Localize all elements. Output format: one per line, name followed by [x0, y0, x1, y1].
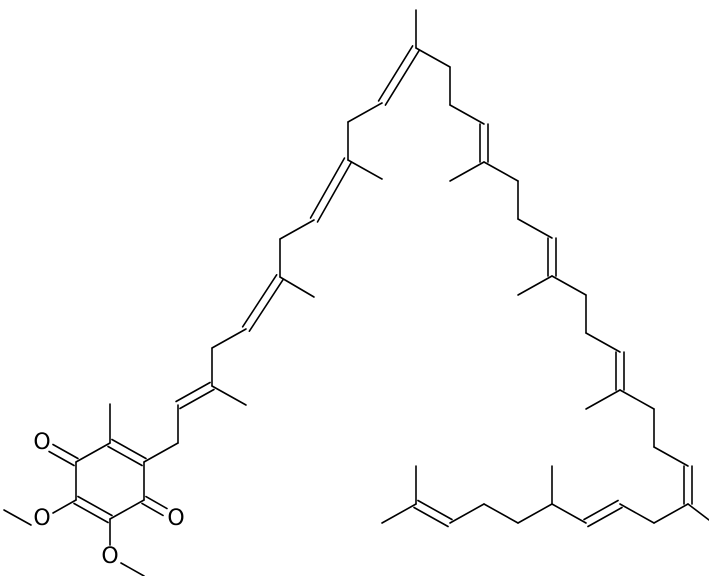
chain-double-bond	[248, 278, 285, 332]
chain-bond	[619, 389, 655, 410]
chain-double-bond	[583, 499, 619, 521]
bond-lines	[3, 9, 709, 577]
ring-bond	[109, 499, 145, 520]
methyl-bond	[585, 389, 621, 410]
chain-bond	[483, 503, 519, 524]
ring-double-bond	[107, 445, 143, 467]
chain-double-bond	[587, 506, 623, 528]
chain-bond	[211, 328, 247, 349]
chain-double-bond	[413, 506, 449, 528]
ring-double-bond	[77, 495, 113, 517]
chain-double-bond	[384, 49, 421, 106]
oxygen-label-methoxy-upper: O	[33, 506, 50, 531]
carbonyl-double-bond	[145, 495, 168, 510]
ring-double-bond	[111, 438, 147, 460]
oxygen-label-ketone-right: O	[167, 506, 184, 531]
methyl-bond	[449, 161, 485, 182]
methoxy-methyl-bond	[120, 562, 145, 577]
oxygen-label-methoxy-lower: O	[101, 544, 118, 569]
carbonyl-double-bond	[141, 502, 164, 517]
methyl-bond	[347, 159, 383, 180]
chain-bond	[415, 47, 451, 68]
chain-double-bond	[377, 45, 414, 102]
ring-double-bond	[73, 502, 109, 524]
chain-bond	[653, 446, 689, 467]
chain-bond	[449, 503, 485, 524]
methyl-bond	[279, 276, 315, 298]
chain-bond	[619, 503, 655, 524]
chain-double-bond	[316, 161, 353, 223]
chain-bond	[279, 219, 315, 240]
chain-bond	[143, 442, 179, 463]
chain-bond	[653, 503, 689, 524]
methyl-bond	[211, 385, 247, 406]
atom-labels: O O O O	[33, 430, 184, 569]
methyl-bond	[517, 275, 553, 296]
ring-bond	[75, 442, 111, 463]
chain-double-bond	[241, 274, 278, 328]
chain-double-bond	[309, 157, 346, 219]
chain-bond	[483, 161, 519, 182]
oxygen-label-ketone-left: O	[33, 430, 50, 455]
chain-bond	[347, 102, 383, 123]
methyl-bond	[381, 503, 417, 524]
chain-bond	[517, 218, 553, 239]
chain-bond	[551, 503, 587, 524]
chain-bond	[551, 275, 587, 296]
chain-double-bond	[175, 381, 211, 403]
chain-bond	[585, 332, 621, 353]
carbonyl-double-bond	[48, 450, 75, 467]
chain-double-bond	[417, 499, 453, 521]
chain-double-bond	[179, 388, 215, 410]
methoxy-bond	[52, 499, 77, 514]
methyl-bond	[687, 503, 709, 521]
methoxy-methyl-bond	[3, 509, 32, 526]
carbonyl-double-bond	[52, 443, 79, 460]
chain-bond	[449, 104, 485, 125]
chain-bond	[517, 503, 553, 524]
